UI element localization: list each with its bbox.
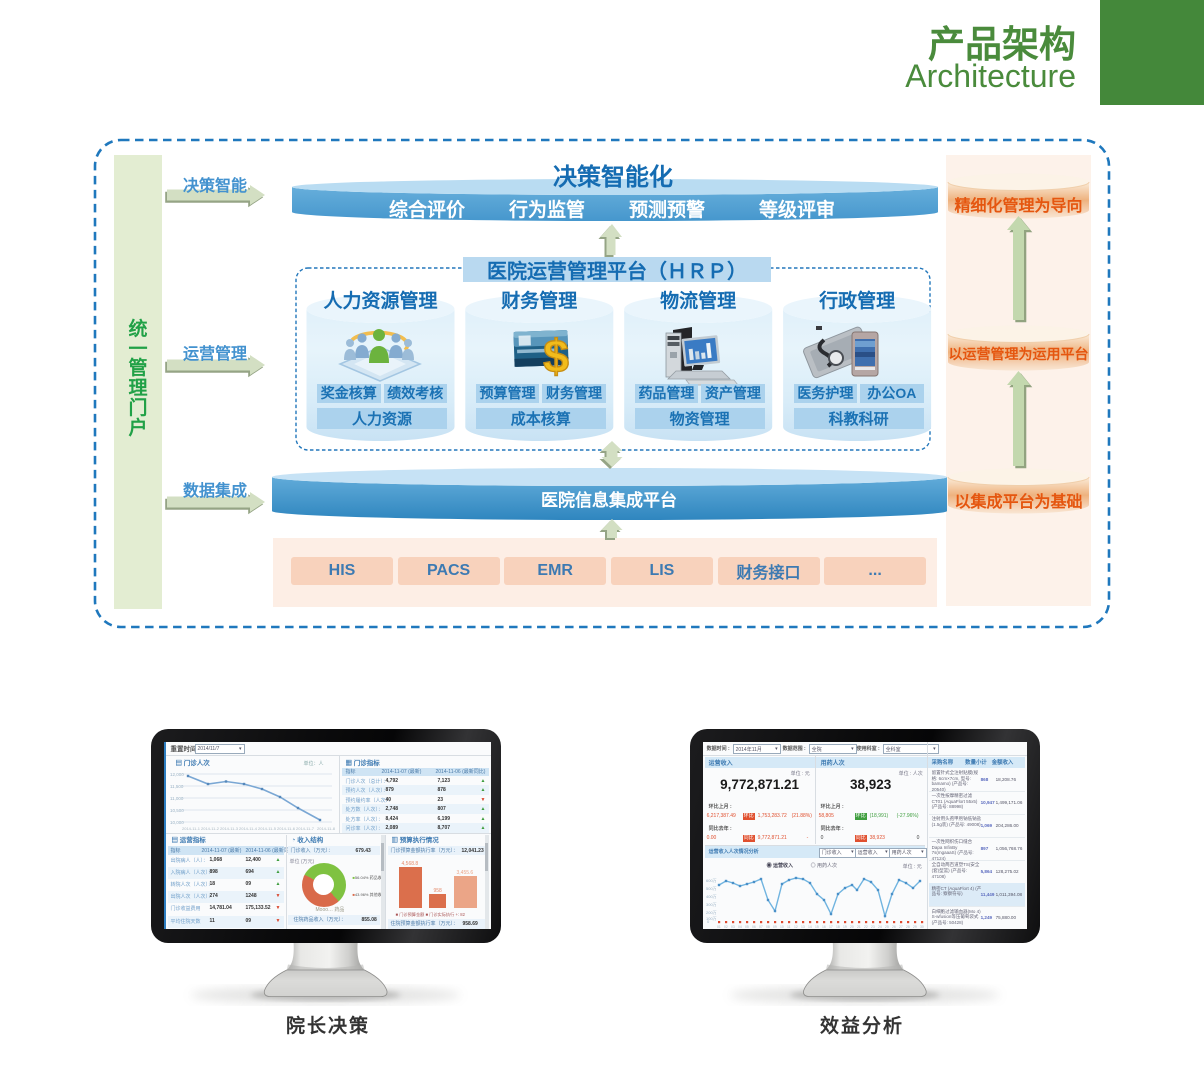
svg-text:2014-11-4: 2014-11-4 (239, 826, 258, 831)
svg-text:28: 28 (906, 925, 910, 929)
svg-text:29: 29 (913, 925, 917, 929)
svg-text:2014-11-6: 2014-11-6 (277, 826, 296, 831)
svg-text:04: 04 (738, 925, 742, 929)
svg-text:2014-11-1: 2014-11-1 (182, 826, 201, 831)
svg-text:14: 14 (808, 925, 812, 929)
svg-text:18: 18 (836, 925, 840, 929)
svg-text:07: 07 (759, 925, 763, 929)
svg-text:2014-11-2: 2014-11-2 (201, 826, 220, 831)
svg-text:600万: 600万 (706, 878, 717, 883)
svg-text:500万: 500万 (706, 886, 717, 891)
svg-text:15: 15 (815, 925, 819, 929)
svg-text:11: 11 (787, 925, 791, 929)
svg-text:12,000: 12,000 (170, 772, 184, 777)
svg-text:06: 06 (752, 925, 756, 929)
svg-text:16: 16 (822, 925, 826, 929)
svg-text:300万: 300万 (706, 902, 717, 907)
svg-text:400万: 400万 (706, 894, 717, 899)
svg-text:08: 08 (766, 925, 770, 929)
svg-text:27: 27 (899, 925, 903, 929)
svg-text:23: 23 (871, 925, 875, 929)
svg-text:17: 17 (829, 925, 833, 929)
svg-text:13: 13 (801, 925, 805, 929)
svg-text:2014-11-8: 2014-11-8 (317, 826, 336, 831)
svg-text:2014-11-5: 2014-11-5 (258, 826, 277, 831)
svg-text:05: 05 (745, 925, 749, 929)
svg-text:01: 01 (717, 925, 721, 929)
svg-text:10: 10 (780, 925, 784, 929)
svg-text:2014-11-7: 2014-11-7 (296, 826, 315, 831)
svg-text:20: 20 (850, 925, 854, 929)
svg-text:09: 09 (773, 925, 777, 929)
svg-text:21: 21 (857, 925, 861, 929)
svg-text:11,000: 11,000 (170, 796, 184, 801)
svg-text:02: 02 (724, 925, 728, 929)
svg-text:11,500: 11,500 (170, 784, 184, 789)
svg-text:200万: 200万 (706, 910, 717, 915)
svg-text:03: 03 (731, 925, 735, 929)
svg-text:0: 0 (707, 919, 710, 924)
svg-text:2014-11-3: 2014-11-3 (220, 826, 239, 831)
svg-text:$: $ (543, 330, 569, 382)
svg-text:25: 25 (885, 925, 889, 929)
svg-text:12: 12 (794, 925, 798, 929)
svg-text:24: 24 (878, 925, 882, 929)
svg-text:10,500: 10,500 (170, 808, 184, 813)
svg-text:100万: 100万 (706, 916, 717, 921)
svg-text:22: 22 (864, 925, 868, 929)
svg-text:19: 19 (843, 925, 847, 929)
svg-text:30: 30 (920, 925, 924, 929)
svg-text:10,000: 10,000 (170, 820, 184, 825)
svg-text:26: 26 (892, 925, 896, 929)
